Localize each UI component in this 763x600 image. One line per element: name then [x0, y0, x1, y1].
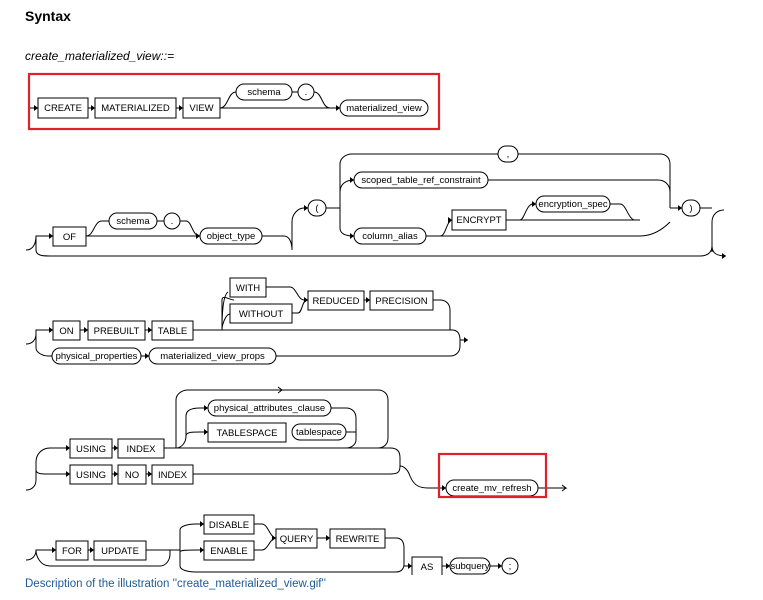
svg-text:FOR: FOR	[62, 546, 82, 557]
keyword-prebuilt: PREBUILT	[87, 320, 146, 341]
nonterminal-object-type: object_type	[199, 227, 263, 245]
svg-text:,: ,	[507, 149, 510, 160]
svg-text:(: (	[315, 203, 319, 214]
svg-text:create_mv_refresh: create_mv_refresh	[452, 483, 531, 494]
highlight-box-create-clause	[27, 72, 441, 131]
nonterminal-scoped-table-ref-constraint: scoped_table_ref_constraint	[353, 171, 489, 189]
svg-text:column_alias: column_alias	[362, 231, 418, 242]
svg-text:OF: OF	[63, 232, 76, 243]
svg-text:scoped_table_ref_constraint: scoped_table_ref_constraint	[361, 175, 481, 186]
keyword-tablespace: TABLESPACE	[207, 422, 287, 443]
svg-text:QUERY: QUERY	[280, 534, 314, 545]
svg-text:WITHOUT: WITHOUT	[239, 309, 284, 320]
keyword-no: NO	[117, 464, 147, 485]
keyword-for: FOR	[55, 540, 89, 561]
keyword-enable: ENABLE	[203, 540, 255, 561]
nonterminal-materialized-view-props: materialized_view_props	[148, 347, 277, 365]
svg-text:;: ;	[509, 561, 512, 572]
svg-text:materialized_view: materialized_view	[346, 103, 422, 114]
svg-text:ENABLE: ENABLE	[210, 546, 248, 557]
nonterminal-schema-row2: schema	[108, 212, 158, 230]
keyword-table: TABLE	[151, 320, 194, 341]
keyword-using: USING	[69, 438, 113, 459]
svg-text:USING: USING	[76, 470, 106, 481]
svg-text:encryption_spec: encryption_spec	[538, 199, 607, 210]
keyword-disable: DISABLE	[203, 514, 255, 535]
svg-text:INDEX: INDEX	[158, 470, 188, 481]
keyword-query: QUERY	[275, 528, 318, 549]
svg-text:ENCRYPT: ENCRYPT	[456, 215, 501, 226]
nonterminal-physical-properties: physical_properties	[51, 347, 142, 365]
svg-text:physical_properties: physical_properties	[56, 351, 138, 362]
svg-text:physical_attributes_clause: physical_attributes_clause	[214, 403, 325, 414]
rule-name: create_materialized_view::=	[25, 49, 175, 63]
svg-text:TABLESPACE: TABLESPACE	[217, 428, 278, 439]
svg-text:INDEX: INDEX	[126, 444, 156, 455]
svg-text:WITH: WITH	[236, 283, 260, 294]
svg-text:materialized_view_props: materialized_view_props	[160, 351, 265, 362]
svg-text:.: .	[305, 87, 308, 98]
keyword-rewrite: REWRITE	[329, 528, 386, 549]
svg-text:NO: NO	[125, 470, 139, 481]
svg-text:subquery: subquery	[450, 561, 489, 572]
svg-text:TABLE: TABLE	[158, 326, 187, 337]
svg-text:USING: USING	[76, 444, 106, 455]
nonterminal-materialized-view: materialized_view	[339, 99, 429, 117]
svg-text:CREATE: CREATE	[44, 103, 82, 114]
illustration-description-link[interactable]: Description of the illustration ''create…	[25, 578, 326, 590]
svg-text:.: .	[171, 216, 174, 227]
symbol-left-paren: (	[307, 199, 327, 217]
symbol-semicolon: ;	[501, 557, 519, 575]
svg-text:schema: schema	[247, 87, 281, 98]
nonterminal-encryption-spec: encryption_spec	[535, 195, 611, 213]
svg-text:schema: schema	[116, 216, 150, 227]
keyword-encrypt: ENCRYPT	[451, 209, 507, 231]
keyword-with: WITH	[229, 277, 267, 298]
keyword-of: OF	[52, 226, 87, 247]
keyword-reduced: REDUCED	[307, 290, 365, 311]
keyword-index-no: INDEX	[151, 464, 194, 485]
svg-text:VIEW: VIEW	[189, 103, 213, 114]
keyword-update: UPDATE	[93, 540, 147, 561]
highlight-box-create-mv-refresh	[437, 452, 548, 499]
keyword-using-no-index: USING	[69, 464, 113, 485]
keyword-as: AS	[411, 556, 443, 575]
symbol-comma: ,	[497, 145, 519, 163]
symbol-dot-row2: .	[163, 212, 181, 230]
svg-text:ON: ON	[59, 326, 73, 337]
nonterminal-create-mv-refresh: create_mv_refresh	[445, 479, 539, 497]
svg-text:MATERIALIZED: MATERIALIZED	[101, 103, 170, 114]
svg-text:object_type: object_type	[207, 231, 256, 242]
nonterminal-physical-attributes-clause: physical_attributes_clause	[207, 399, 332, 417]
keyword-create: CREATE	[37, 97, 89, 119]
symbol-dot-row1: .	[297, 83, 315, 101]
svg-text:AS: AS	[421, 562, 434, 573]
svg-text:UPDATE: UPDATE	[101, 546, 139, 557]
nonterminal-subquery: subquery	[449, 557, 491, 575]
keyword-on: ON	[52, 320, 81, 341]
section-heading: Syntax	[25, 8, 71, 24]
svg-text:): )	[689, 203, 692, 214]
keyword-without: WITHOUT	[229, 303, 293, 324]
keyword-index: INDEX	[117, 438, 165, 459]
svg-text:REDUCED: REDUCED	[313, 296, 360, 307]
arrowheads	[34, 105, 726, 569]
svg-text:PREBUILT: PREBUILT	[94, 326, 140, 337]
nonterminal-column-alias: column_alias	[353, 227, 427, 245]
svg-text:tablespace: tablespace	[296, 427, 342, 438]
symbol-right-paren: )	[681, 199, 701, 217]
keyword-view: VIEW	[182, 97, 221, 119]
syntax-diagram: CREATE MATERIALIZED VIEW schema . materi…	[25, 72, 727, 575]
keyword-precision: PRECISION	[369, 290, 434, 311]
svg-text:PRECISION: PRECISION	[375, 296, 427, 307]
keyword-materialized: MATERIALIZED	[94, 97, 177, 119]
svg-text:REWRITE: REWRITE	[336, 534, 380, 545]
nonterminal-tablespace: tablespace	[291, 423, 347, 441]
nonterminal-schema-row1: schema	[235, 83, 293, 101]
svg-text:DISABLE: DISABLE	[209, 520, 249, 531]
